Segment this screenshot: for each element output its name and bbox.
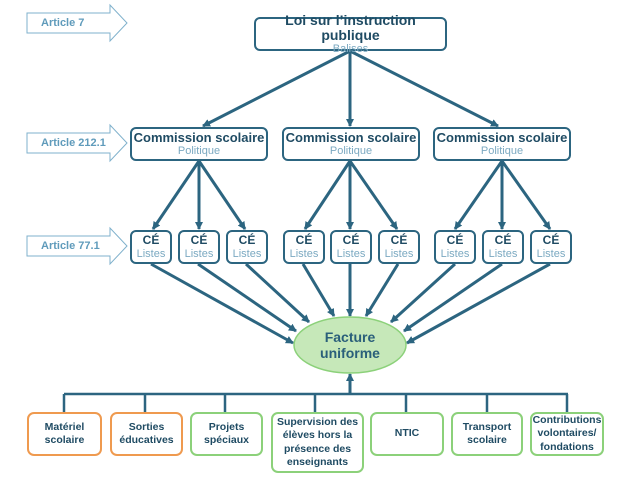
commission-box: Commission scolaire Politique [433, 127, 571, 161]
commission-subtitle: Politique [177, 145, 221, 158]
connector-arrow [364, 263, 400, 317]
ce-box: CÉ Listes [482, 230, 524, 264]
article-label: Article 77.1 [41, 239, 100, 252]
ce-box: CÉ Listes [530, 230, 572, 264]
ce-box: CÉ Listes [226, 230, 268, 264]
connector-arrow [303, 160, 352, 230]
connector-arrow [389, 262, 457, 324]
category-label: Transport scolaire [462, 420, 512, 446]
category-label: Supervision des élèves hors la présence … [276, 416, 359, 468]
ce-title: CÉ [295, 233, 313, 248]
ce-subtitle: Listes [136, 247, 166, 260]
connector-arrow [453, 160, 504, 230]
category-box-projets-speciaux: Projets spéciaux [190, 412, 263, 456]
commission-title: Commission scolaire [133, 129, 265, 145]
category-box-supervision: Supervision des élèves hors la présence … [271, 412, 364, 473]
ce-title: CÉ [238, 233, 256, 248]
facture-uniforme-label: Facture uniforme [294, 318, 406, 372]
connector-arrow [500, 160, 552, 230]
ce-box: CÉ Listes [434, 230, 476, 264]
category-label: Sorties éducatives [119, 420, 174, 446]
ce-box: CÉ Listes [330, 230, 372, 264]
ce-box: CÉ Listes [283, 230, 325, 264]
ce-box: CÉ Listes [178, 230, 220, 264]
category-box-materiel-scolaire: Matériel scolaire [27, 412, 102, 456]
connector-arrow [348, 160, 399, 230]
ce-subtitle: Listes [440, 247, 470, 260]
connector-arrow [150, 262, 294, 345]
ce-subtitle: Listes [536, 247, 566, 260]
category-label: Projets spéciaux [204, 420, 249, 446]
ce-title: CÉ [142, 233, 160, 248]
category-label: Matériel scolaire [44, 420, 85, 446]
ce-box: CÉ Listes [378, 230, 420, 264]
connector-arrow [197, 160, 247, 230]
ce-title: CÉ [494, 233, 512, 248]
connector-arrow [244, 262, 311, 324]
ce-subtitle: Listes [488, 247, 518, 260]
commission-title: Commission scolaire [436, 129, 568, 145]
law-box: Loi sur l’instruction publique Balises [254, 12, 447, 55]
commission-subtitle: Politique [480, 145, 524, 158]
connector-arrow [151, 160, 201, 230]
category-box-contributions: Contributions volontaires/ fondations [530, 412, 604, 456]
article-77-1-arrow: Article 77.1 [27, 236, 111, 256]
commission-box: Commission scolaire Politique [130, 127, 268, 161]
commission-box: Commission scolaire Politique [282, 127, 420, 161]
article-label: Article 7 [41, 16, 85, 29]
category-box-ntic: NTIC [370, 412, 444, 456]
ce-subtitle: Listes [336, 247, 366, 260]
ce-title: CÉ [446, 233, 464, 248]
ce-title: CÉ [342, 233, 360, 248]
category-label: NTIC [394, 427, 420, 440]
connector-arrow [406, 262, 551, 345]
connector-arrow [403, 262, 503, 333]
article-label: Article 212.1 [41, 136, 106, 149]
ce-title: CÉ [390, 233, 408, 248]
ce-subtitle: Listes [289, 247, 319, 260]
law-title: Loi sur l’instruction publique [285, 11, 416, 43]
ce-title: CÉ [190, 233, 208, 248]
ce-subtitle: Listes [384, 247, 414, 260]
facture-line1: Facture [324, 328, 376, 345]
article-arrow-shape [26, 226, 128, 266]
facture-uniforme-ellipse [293, 316, 407, 374]
connector-arrow [202, 49, 351, 128]
ce-subtitle: Listes [232, 247, 262, 260]
category-box-transport-scolaire: Transport scolaire [451, 412, 523, 456]
ce-subtitle: Listes [184, 247, 214, 260]
commission-subtitle: Politique [329, 145, 373, 158]
commission-title: Commission scolaire [285, 129, 417, 145]
category-label: Contributions volontaires/ fondations [532, 414, 602, 453]
connector-arrow [197, 262, 297, 333]
connector-arrow [301, 263, 336, 317]
ce-title: CÉ [542, 233, 560, 248]
article-arrow-shape [26, 123, 128, 163]
article-7-arrow: Article 7 [27, 13, 111, 33]
category-box-sorties-educatives: Sorties éducatives [110, 412, 183, 456]
connector-arrow [349, 49, 499, 128]
article-arrow-shape [26, 3, 128, 43]
ce-box: CÉ Listes [130, 230, 172, 264]
facture-line2: uniforme [320, 345, 380, 361]
law-subtitle: Balises [332, 43, 369, 56]
article-212-1-arrow: Article 212.1 [27, 133, 111, 153]
